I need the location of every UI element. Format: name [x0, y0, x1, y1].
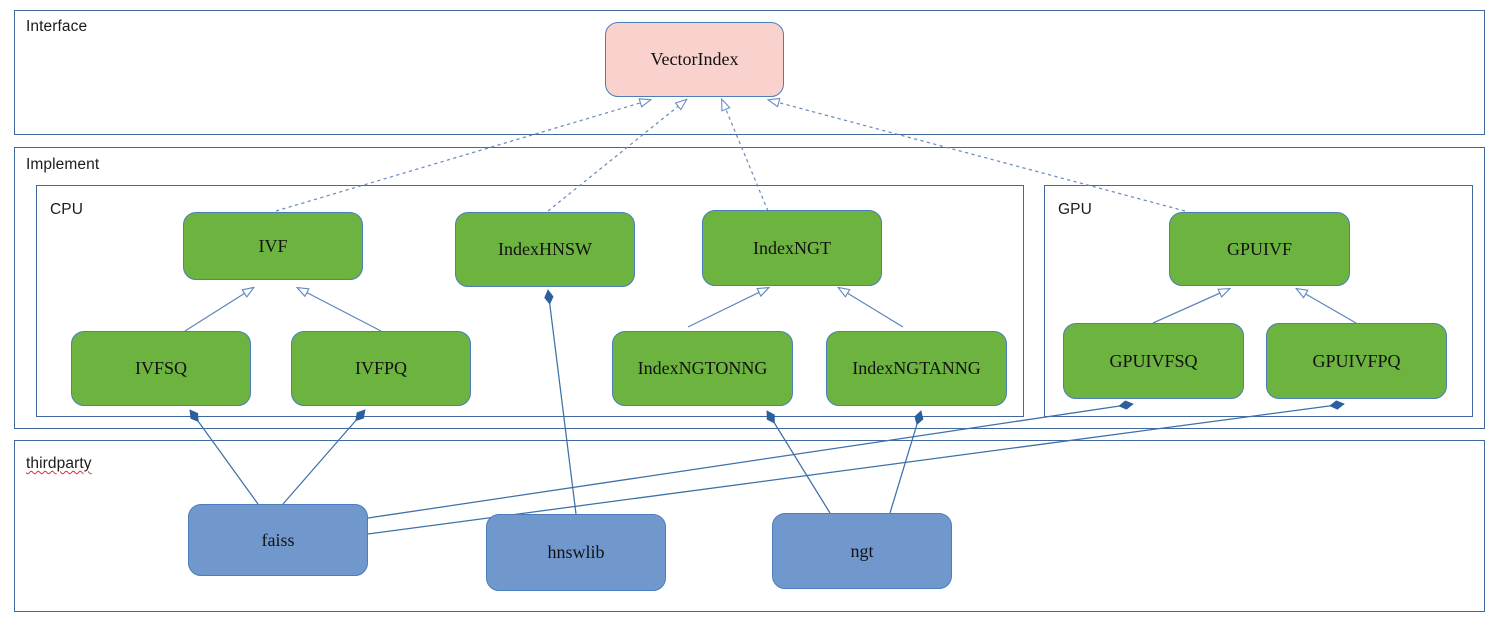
group-interface-label: Interface	[26, 18, 88, 35]
group-thirdparty[interactable]	[14, 440, 1485, 612]
node-indexngtonng-label: IndexNGTONNG	[637, 358, 768, 378]
group-implement[interactable]	[14, 147, 1485, 429]
node-gpuivfpq[interactable]: GPUIVFPQ	[1266, 323, 1447, 399]
node-gpuivfsq[interactable]: GPUIVFSQ	[1063, 323, 1244, 399]
group-cpu-label: CPU	[50, 201, 84, 218]
group-gpu[interactable]	[1044, 185, 1473, 417]
edge-gpuivfpq-to-gpuivf	[1297, 289, 1357, 324]
edge-hnswlib-to-indexhnsw	[548, 290, 577, 515]
edge-ivfpq-to-ivf	[298, 288, 382, 332]
node-ngt-label: ngt	[850, 540, 874, 561]
node-hnswlib-label: hnswlib	[547, 542, 605, 562]
node-hnswlib[interactable]: hnswlib	[486, 514, 666, 591]
node-indexngtonng[interactable]: IndexNGTONNG	[612, 331, 793, 406]
node-indexngt-label: IndexNGT	[753, 237, 831, 258]
node-vectorindex-label: VectorIndex	[650, 49, 739, 69]
node-indexngtanng-label: IndexNGTANNG	[852, 358, 981, 378]
node-ivfsq[interactable]: IVFSQ	[71, 331, 251, 406]
node-vectorindex[interactable]: VectorIndex	[605, 22, 784, 97]
node-indexngtanng[interactable]: IndexNGTANNG	[826, 331, 1007, 406]
node-faiss[interactable]: faiss	[188, 504, 368, 576]
group-thirdparty-label: thirdparty	[26, 455, 92, 472]
edge-ngt-to-indexngtanng	[889, 411, 921, 514]
node-indexngt[interactable]: IndexNGT	[702, 210, 882, 286]
node-faiss-label: faiss	[261, 529, 295, 550]
edge-indexngt-to-vectorindex	[722, 100, 769, 212]
edge-faiss-to-gpuivfpq	[367, 404, 1344, 535]
node-indexhnsw-label: IndexHNSW	[498, 239, 592, 259]
node-ivf[interactable]: IVF	[183, 212, 363, 280]
edge-faiss-to-gpuivfsq	[367, 404, 1133, 519]
node-indexhnsw[interactable]: IndexHNSW	[455, 212, 635, 287]
edge-gpuivfsq-to-gpuivf	[1152, 289, 1229, 324]
edge-ivf-to-vectorindex	[275, 100, 650, 212]
edge-faiss-to-ivfsq	[189, 410, 259, 505]
edge-ngt-to-indexngtonng	[766, 411, 831, 514]
group-interface[interactable]	[14, 10, 1485, 135]
node-ivf-label: IVF	[258, 235, 288, 256]
group-cpu[interactable]	[36, 185, 1024, 417]
edge-gpuivf-to-vectorindex	[769, 100, 1186, 212]
edge-indexngtonng-to-indexngt	[687, 288, 768, 328]
edge-indexhnsw-to-vectorindex	[547, 100, 686, 212]
group-implement-label: Implement	[26, 156, 100, 173]
edge-indexngtanng-to-indexngt	[839, 288, 904, 328]
node-gpuivf-label: GPUIVF	[1226, 238, 1292, 259]
node-ngt[interactable]: ngt	[772, 513, 952, 589]
node-gpuivfpq-label: GPUIVFPQ	[1312, 350, 1401, 371]
node-ivfpq-label: IVFPQ	[354, 358, 407, 378]
node-ivfpq[interactable]: IVFPQ	[291, 331, 471, 406]
node-gpuivf[interactable]: GPUIVF	[1169, 212, 1350, 286]
edge-ivfsq-to-ivf	[184, 288, 253, 332]
node-ivfsq-label: IVFSQ	[134, 358, 187, 378]
group-gpu-label: GPU	[1058, 201, 1092, 218]
node-gpuivfsq-label: GPUIVFSQ	[1109, 350, 1198, 371]
edge-faiss-to-ivfpq	[282, 410, 365, 505]
